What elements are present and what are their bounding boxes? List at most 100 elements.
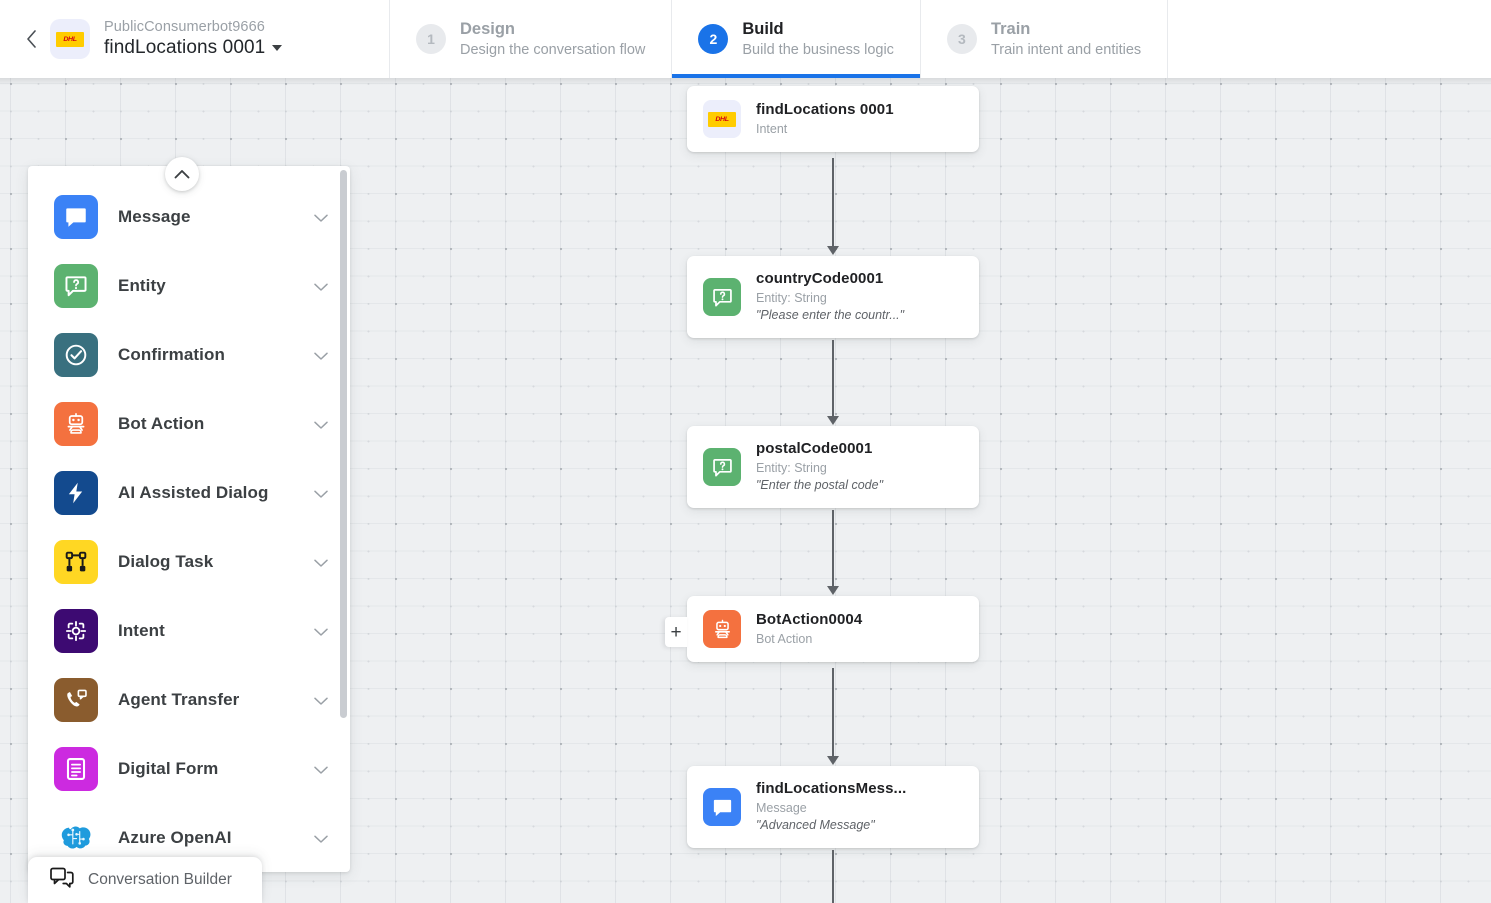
header-title-group: PublicConsumerbot9666 findLocations 0001 xyxy=(104,19,283,59)
step-number-badge: 1 xyxy=(416,24,446,54)
step-title: Build xyxy=(742,19,784,38)
collapse-panel-button[interactable] xyxy=(165,157,199,191)
chevron-down-icon[interactable] xyxy=(314,210,328,224)
message-bubble-icon xyxy=(54,194,98,239)
flow-arrowhead xyxy=(827,416,839,425)
conversation-builder-button[interactable]: Conversation Builder xyxy=(28,857,262,903)
sidebar-item-label: Confirmation xyxy=(118,344,225,364)
sidebar-item-digital-form[interactable]: Digital Form xyxy=(28,734,350,803)
sidebar-item-label: Bot Action xyxy=(118,413,205,433)
sidebar-item-label: Dialog Task xyxy=(118,551,214,571)
flow-connector xyxy=(832,340,834,418)
flow-node-type: Entity: String xyxy=(756,290,827,305)
flow-node-title: countryCode0001 xyxy=(756,270,884,287)
chevron-down-icon[interactable] xyxy=(314,555,328,569)
dhl-logo-text: DHL xyxy=(63,36,77,42)
sidebar-item-label: Digital Form xyxy=(118,758,219,778)
sidebar-item-bot-action[interactable]: Bot Action xyxy=(28,389,350,458)
chevron-down-icon[interactable] xyxy=(314,831,328,845)
sidebar-item-label: Entity xyxy=(118,275,166,295)
flow-arrowhead xyxy=(827,246,839,255)
flow-arrowhead xyxy=(827,756,839,765)
chevron-down-icon[interactable] xyxy=(314,762,328,776)
sidebar-item-intent[interactable]: Intent xyxy=(28,596,350,665)
chevron-down-icon[interactable] xyxy=(314,348,328,362)
bot-name: PublicConsumerbot9666 xyxy=(104,19,265,36)
flow-node-type: Intent xyxy=(756,121,788,136)
robot-icon xyxy=(54,401,98,446)
sidebar-item-agent-transfer[interactable]: Agent Transfer xyxy=(28,665,350,734)
dhl-logo-icon: DHL xyxy=(50,19,90,59)
sidebar-item-label: Azure OpenAI xyxy=(118,827,232,847)
back-chevron-icon[interactable] xyxy=(18,26,44,52)
dhl-logo-icon: DHL xyxy=(703,100,741,138)
chevron-down-icon[interactable] xyxy=(314,486,328,500)
flow-node-title: BotAction0004 xyxy=(756,610,863,628)
flow-node-type: Bot Action xyxy=(756,631,813,646)
document-form-icon xyxy=(54,746,98,791)
sidebar-item-label: Agent Transfer xyxy=(118,689,240,709)
flow-node-type: Entity: String xyxy=(756,460,827,475)
conversation-bubbles-icon xyxy=(50,867,74,894)
palette-scrollbar[interactable] xyxy=(340,170,347,718)
add-node-button[interactable]: + xyxy=(665,617,687,647)
flow-connector xyxy=(832,158,834,248)
conversation-builder-label: Conversation Builder xyxy=(88,871,232,888)
step-subtitle: Design the conversation flow xyxy=(460,42,646,59)
flow-arrowhead xyxy=(827,586,839,595)
header-identity: DHL PublicConsumerbot9666 findLocations … xyxy=(0,0,390,78)
sidebar-item-label: Intent xyxy=(118,620,165,640)
entity-question-icon xyxy=(703,278,741,316)
sidebar-item-entity[interactable]: Entity xyxy=(28,251,350,320)
lightning-bolt-icon xyxy=(54,470,98,515)
sidebar-item-confirmation[interactable]: Confirmation xyxy=(28,320,350,389)
robot-icon xyxy=(703,610,741,648)
target-crosshair-icon xyxy=(54,608,98,653)
sidebar-item-label: Message xyxy=(118,206,191,226)
flow-connector xyxy=(832,668,834,758)
message-bubble-icon xyxy=(703,788,741,826)
flow-connector xyxy=(832,850,834,903)
azure-openai-brain-icon xyxy=(54,816,98,860)
flow-node-prompt: "Please enter the countr..." xyxy=(756,308,905,323)
phone-chat-icon xyxy=(54,677,98,722)
flow-connector xyxy=(832,510,834,588)
step-title: Train xyxy=(990,19,1031,38)
entity-question-icon xyxy=(54,263,98,308)
app-header: DHL PublicConsumerbot9666 findLocations … xyxy=(0,0,1491,78)
flow-node-title: postalCode0001 xyxy=(756,440,873,457)
page-title: findLocations 0001 xyxy=(104,36,266,58)
sidebar-item-label: AI Assisted Dialog xyxy=(118,482,269,502)
step-subtitle: Train intent and entities xyxy=(990,42,1142,59)
sidebar-item-dialog-task[interactable]: Dialog Task xyxy=(28,527,350,596)
caret-down-icon[interactable] xyxy=(272,44,283,51)
flow-nodes-icon xyxy=(54,539,98,584)
flow-node-prompt: "Enter the postal code" xyxy=(756,478,884,493)
step-number-badge: 2 xyxy=(698,24,729,54)
chevron-down-icon[interactable] xyxy=(314,279,328,293)
sidebar-item-ai-assisted-dialog[interactable]: AI Assisted Dialog xyxy=(28,458,350,527)
step-number-badge: 3 xyxy=(946,24,977,54)
flow-node[interactable]: findLocationsMess... Message "Advanced Mes… xyxy=(687,766,979,848)
flow-node-title: findLocationsMess... xyxy=(756,780,907,797)
sidebar-item-azure-openai[interactable]: Azure OpenAI xyxy=(28,803,350,872)
chevron-down-icon[interactable] xyxy=(314,693,328,707)
flow-node-prompt: "Advanced Message" xyxy=(756,818,875,833)
flow-node-type: Message xyxy=(756,800,807,815)
chevron-down-icon[interactable] xyxy=(314,417,328,431)
step-title: Design xyxy=(460,19,516,38)
sidebar-item-message[interactable]: Message xyxy=(28,182,350,251)
chevron-down-icon[interactable] xyxy=(314,624,328,638)
